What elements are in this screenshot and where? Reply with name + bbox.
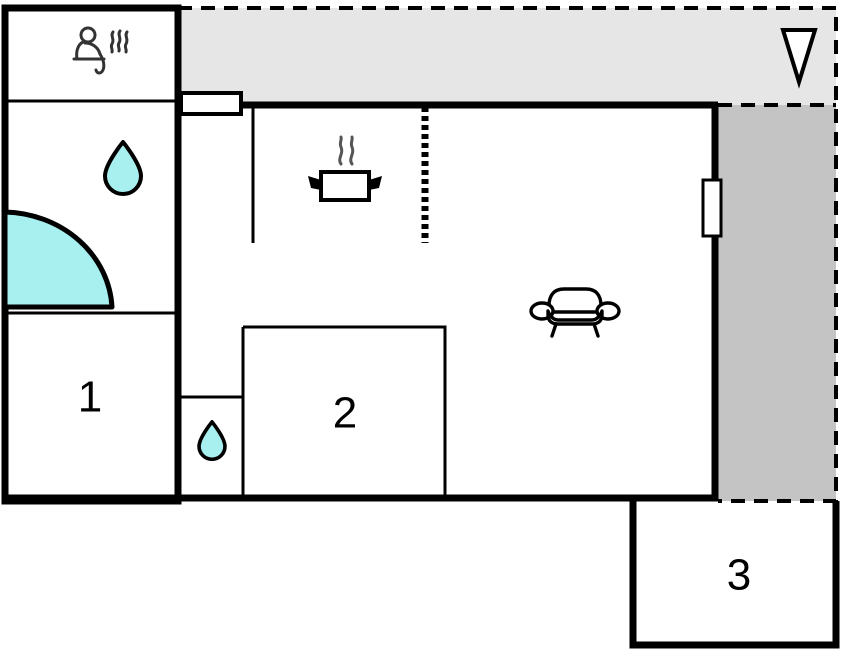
terrace-area-fill (718, 105, 836, 501)
upper-dashed-area-fill (178, 8, 836, 105)
sauna-icon (72, 26, 129, 75)
outer-dashed-boundary (178, 6, 838, 503)
north-arrow-icon (780, 28, 818, 89)
room-number-label: 2 (333, 389, 357, 438)
room-2-walls (243, 325, 447, 498)
water-drop-icon (103, 140, 143, 196)
door-opening[interactable] (179, 91, 243, 116)
water-drop-icon (197, 420, 227, 462)
sofa-icon (529, 287, 621, 338)
cooking-pot-icon (308, 135, 382, 202)
room-number-label: 3 (727, 551, 751, 600)
room-number-label: 1 (78, 373, 102, 422)
window-opening[interactable] (701, 178, 723, 238)
shower-quarter-circle-icon (2, 209, 115, 310)
room-3-walls (629, 498, 840, 649)
